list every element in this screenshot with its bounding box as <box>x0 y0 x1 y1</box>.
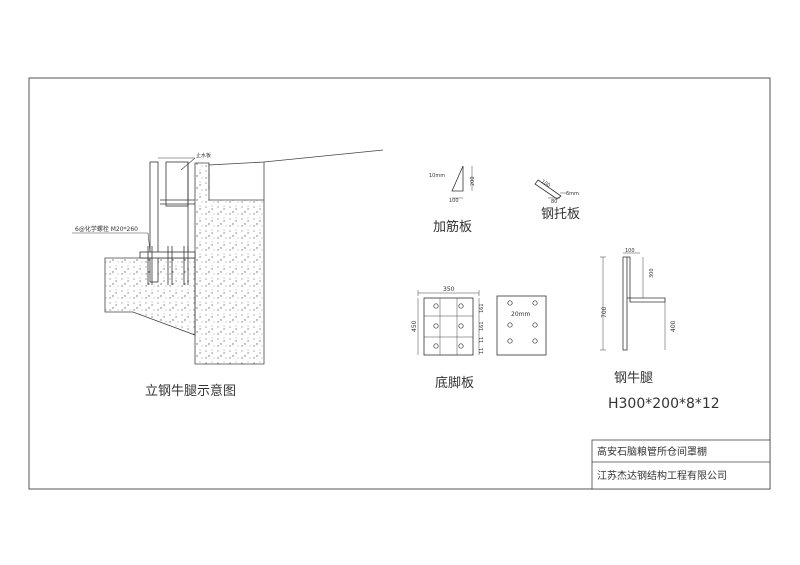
base-plate-side-3: 11 <box>479 337 485 343</box>
title-block: 高安石脑粮管所仓间罩棚 江苏杰达钢结构工程有限公司 <box>591 439 771 490</box>
steel-column <box>149 161 159 283</box>
base-plate-side-1: 161 <box>479 303 485 313</box>
waterstop-label: 止水板 <box>196 152 211 159</box>
stiffener-plate-detail: 10mm 200 100 加筋板 <box>429 165 476 235</box>
base-plate-side-2: 161 <box>479 321 485 331</box>
concrete-wall <box>194 162 265 365</box>
corbel-total-dim: 700 <box>601 306 608 318</box>
base-plate-front <box>423 297 474 356</box>
corbel-spec: H300*200*8*12 <box>608 396 720 412</box>
bracket-width: 80 <box>551 199 557 205</box>
corbel-section-detail: 止水板 6@化学螺栓 M20*260 立钢牛腿示意图 <box>72 149 384 399</box>
base-plate-detail: 350 450 161 161 11 11 20mm 底脚板 <box>411 286 547 391</box>
bracket-shape <box>534 179 562 200</box>
sheet-border <box>28 77 771 490</box>
corbel-lower-dim: 400 <box>670 320 677 332</box>
base-plate-thickness: 20mm <box>511 311 530 318</box>
base-plate-height: 450 <box>411 320 418 332</box>
base-plate-side-4: 11 <box>479 348 485 354</box>
stiffener-shape <box>451 165 464 192</box>
company-name: 江苏杰达钢结构工程有限公司 <box>597 469 727 482</box>
stiffener-thickness: 10mm <box>429 173 445 179</box>
corbel-caption: 钢牛腿 <box>614 371 653 386</box>
anchor-bolts <box>147 246 189 285</box>
project-name: 高安石脑粮管所仓间罩棚 <box>597 445 707 458</box>
corbel-top-dim: 100 <box>625 248 635 254</box>
base-plate-width: 350 <box>443 286 455 293</box>
anchor-bolt-label: 6@化学螺栓 M20*260 <box>75 225 138 233</box>
corbel-profile <box>622 256 628 351</box>
bracket-diag: 100 <box>540 179 551 189</box>
detail-caption: 立钢牛腿示意图 <box>145 383 236 399</box>
stiffener-height: 200 <box>470 176 476 186</box>
roof-edge <box>208 149 384 190</box>
stiffener-caption: 加筋板 <box>433 219 472 235</box>
bracket-caption: 钢托板 <box>541 207 580 222</box>
anchor-plate <box>139 251 196 259</box>
bracket-plate-detail: 100 6mm 80 钢托板 <box>534 179 580 222</box>
base-plate-caption: 底脚板 <box>435 375 474 391</box>
base-plate-plan <box>496 295 547 356</box>
bracket-thickness: 6mm <box>566 191 579 197</box>
corbel-upper-dim: 300 <box>649 268 655 278</box>
base-plate-holes <box>433 303 464 349</box>
stiffener-width: 100 <box>449 198 459 204</box>
steel-corbel-detail: 100 300 700 400 钢牛腿 H300*200*8*12 <box>600 248 720 412</box>
